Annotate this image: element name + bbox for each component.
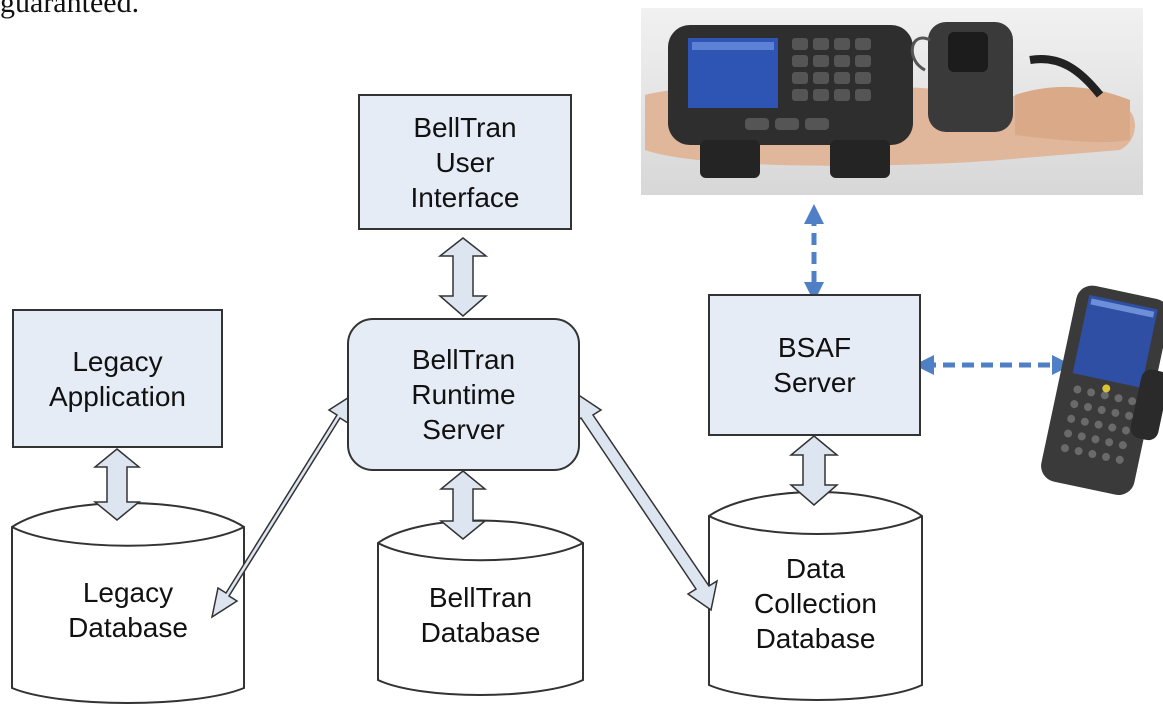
bsaf-line-1: BSAF (777, 332, 852, 363)
legacy-database-label: Legacy Database (12, 570, 244, 650)
legacy-application-box: Legacy Application (12, 309, 223, 448)
legacy-app-line-1: Legacy (72, 345, 163, 377)
wrist-device-photo (641, 8, 1143, 195)
runtime-line-2: Runtime (411, 379, 516, 410)
belltran-database-label: BellTran Database (378, 575, 583, 655)
belltran-db-line-1: BellTran (428, 582, 533, 613)
data-collection-database-cylinder (708, 491, 923, 701)
dc-db-line-3: Database (755, 622, 876, 654)
belltran-db-line-2: Database (420, 617, 541, 648)
belltran-runtime-server-box: BellTran Runtime Server (347, 318, 580, 471)
arrow-runtime-legacydb (210, 392, 356, 619)
handheld-device-photo (1041, 285, 1163, 496)
bsaf-line-2: Server (773, 367, 856, 398)
legacy-database-cylinder (11, 502, 245, 704)
belltran-database-cylinder (377, 519, 584, 696)
arrow-ui-runtime (437, 237, 489, 317)
ui-line-3: Interface (410, 181, 520, 213)
bsaf-server-box: BSAF Server (708, 294, 921, 436)
ui-line-1: BellTran (413, 111, 517, 143)
belltran-user-interface-box: BellTran User Interface (358, 94, 572, 230)
dc-db-line-1: Data (785, 552, 846, 584)
legacy-app-line-2: Application (49, 380, 186, 412)
data-collection-database-label: Data Collection Database (709, 548, 922, 658)
runtime-line-1: BellTran (411, 344, 516, 375)
header-text-fragment: guaranteed. (0, 0, 140, 19)
dc-db-line-2: Collection (754, 587, 877, 619)
arrow-bsaf-dcdb (788, 435, 840, 506)
arrow-runtime-dcdb (572, 392, 719, 612)
arrow-runtime-belltrandb (438, 470, 488, 540)
legacy-db-line-2: Database (68, 612, 188, 643)
ui-line-2: User (435, 146, 495, 178)
legacy-db-line-1: Legacy (82, 577, 174, 608)
runtime-line-3: Server (422, 414, 505, 445)
arrow-legacyapp-legacydb (92, 448, 142, 521)
